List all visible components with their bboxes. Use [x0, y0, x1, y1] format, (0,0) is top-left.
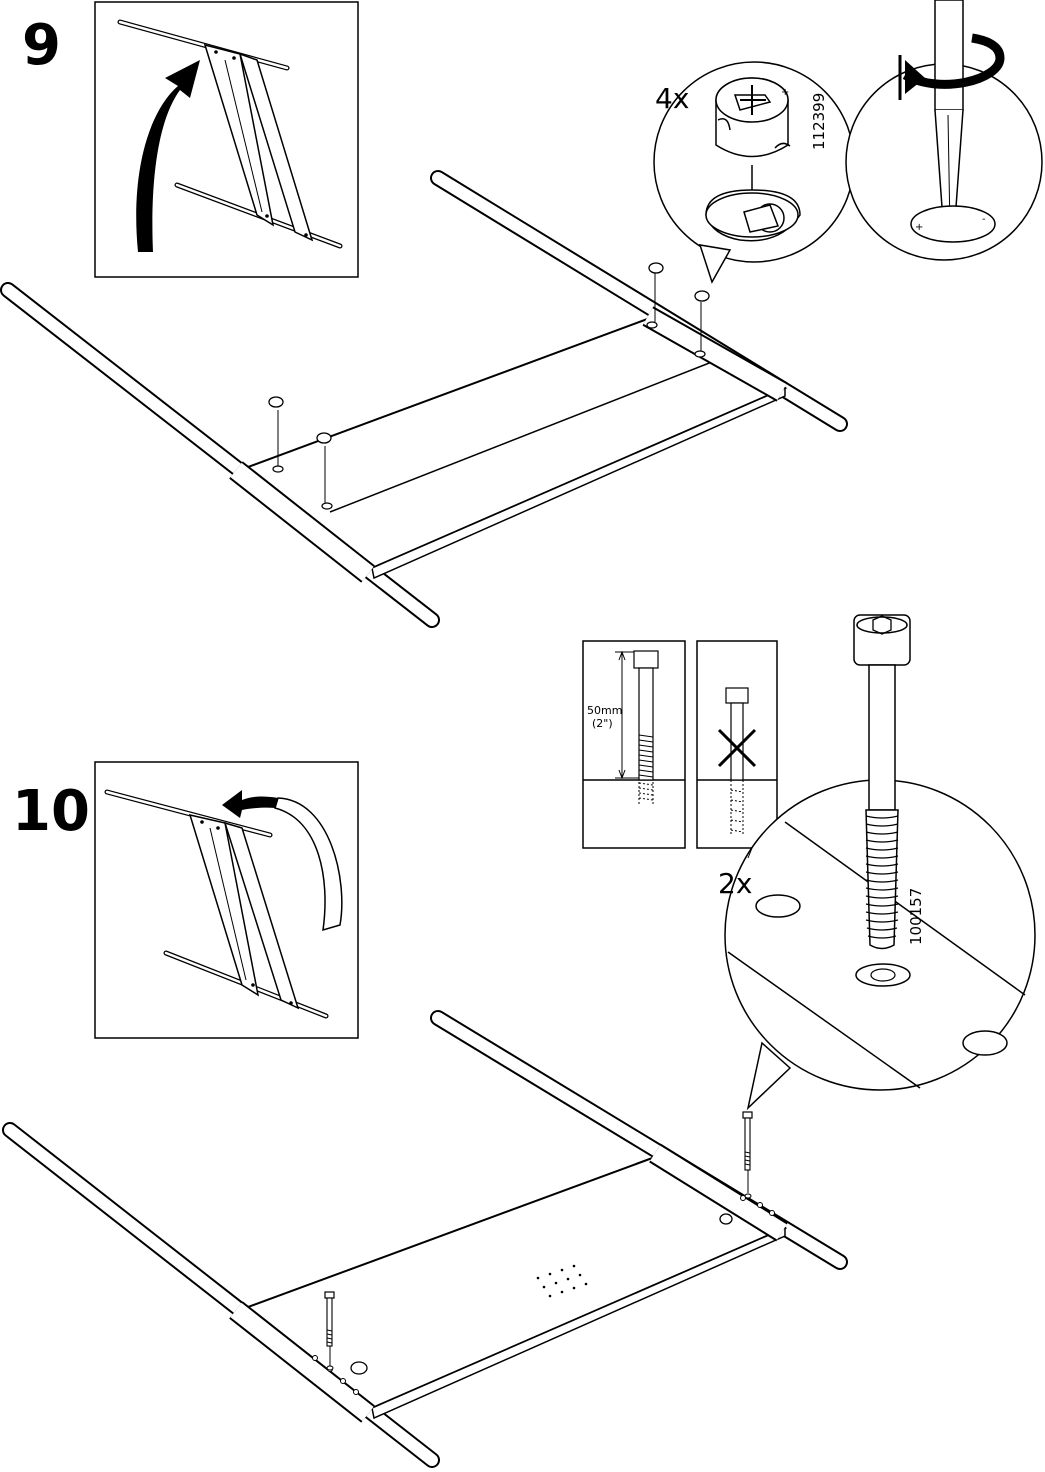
bolt-length-correct: 50mm (2") — [583, 641, 685, 848]
step-10: 10 — [10, 615, 1035, 1460]
step-10-frame-drawing — [10, 1018, 840, 1460]
step-10-number: 10 — [12, 779, 90, 844]
svg-text:-: - — [982, 214, 986, 225]
callout-pointer — [700, 245, 730, 282]
svg-text:+: + — [915, 222, 923, 233]
screwdriver-icon — [935, 0, 963, 110]
step-10-quantity: 2x — [718, 867, 752, 900]
bolt-length-mm: 50mm — [587, 704, 622, 717]
screwdriver-detail: + - — [846, 0, 1042, 260]
step-9-rotate-inset — [95, 2, 358, 277]
svg-text:+: + — [781, 87, 789, 98]
bolt-length-inches: (2") — [592, 717, 613, 730]
step-10-rotate-inset — [95, 762, 358, 1038]
cam-lock-detail: + - 4x 112399 — [654, 62, 854, 282]
step-10-part-number: 100157 — [907, 888, 925, 945]
svg-text:-: - — [770, 77, 773, 87]
step-9-number: 9 — [22, 13, 61, 78]
bolt-length-incorrect — [697, 641, 777, 848]
step-9-quantity: 4x — [655, 82, 689, 115]
step-9-part-number: 112399 — [810, 93, 828, 150]
cam-lock-icon: + - — [716, 77, 790, 157]
step-9: 9 — [8, 0, 1042, 620]
